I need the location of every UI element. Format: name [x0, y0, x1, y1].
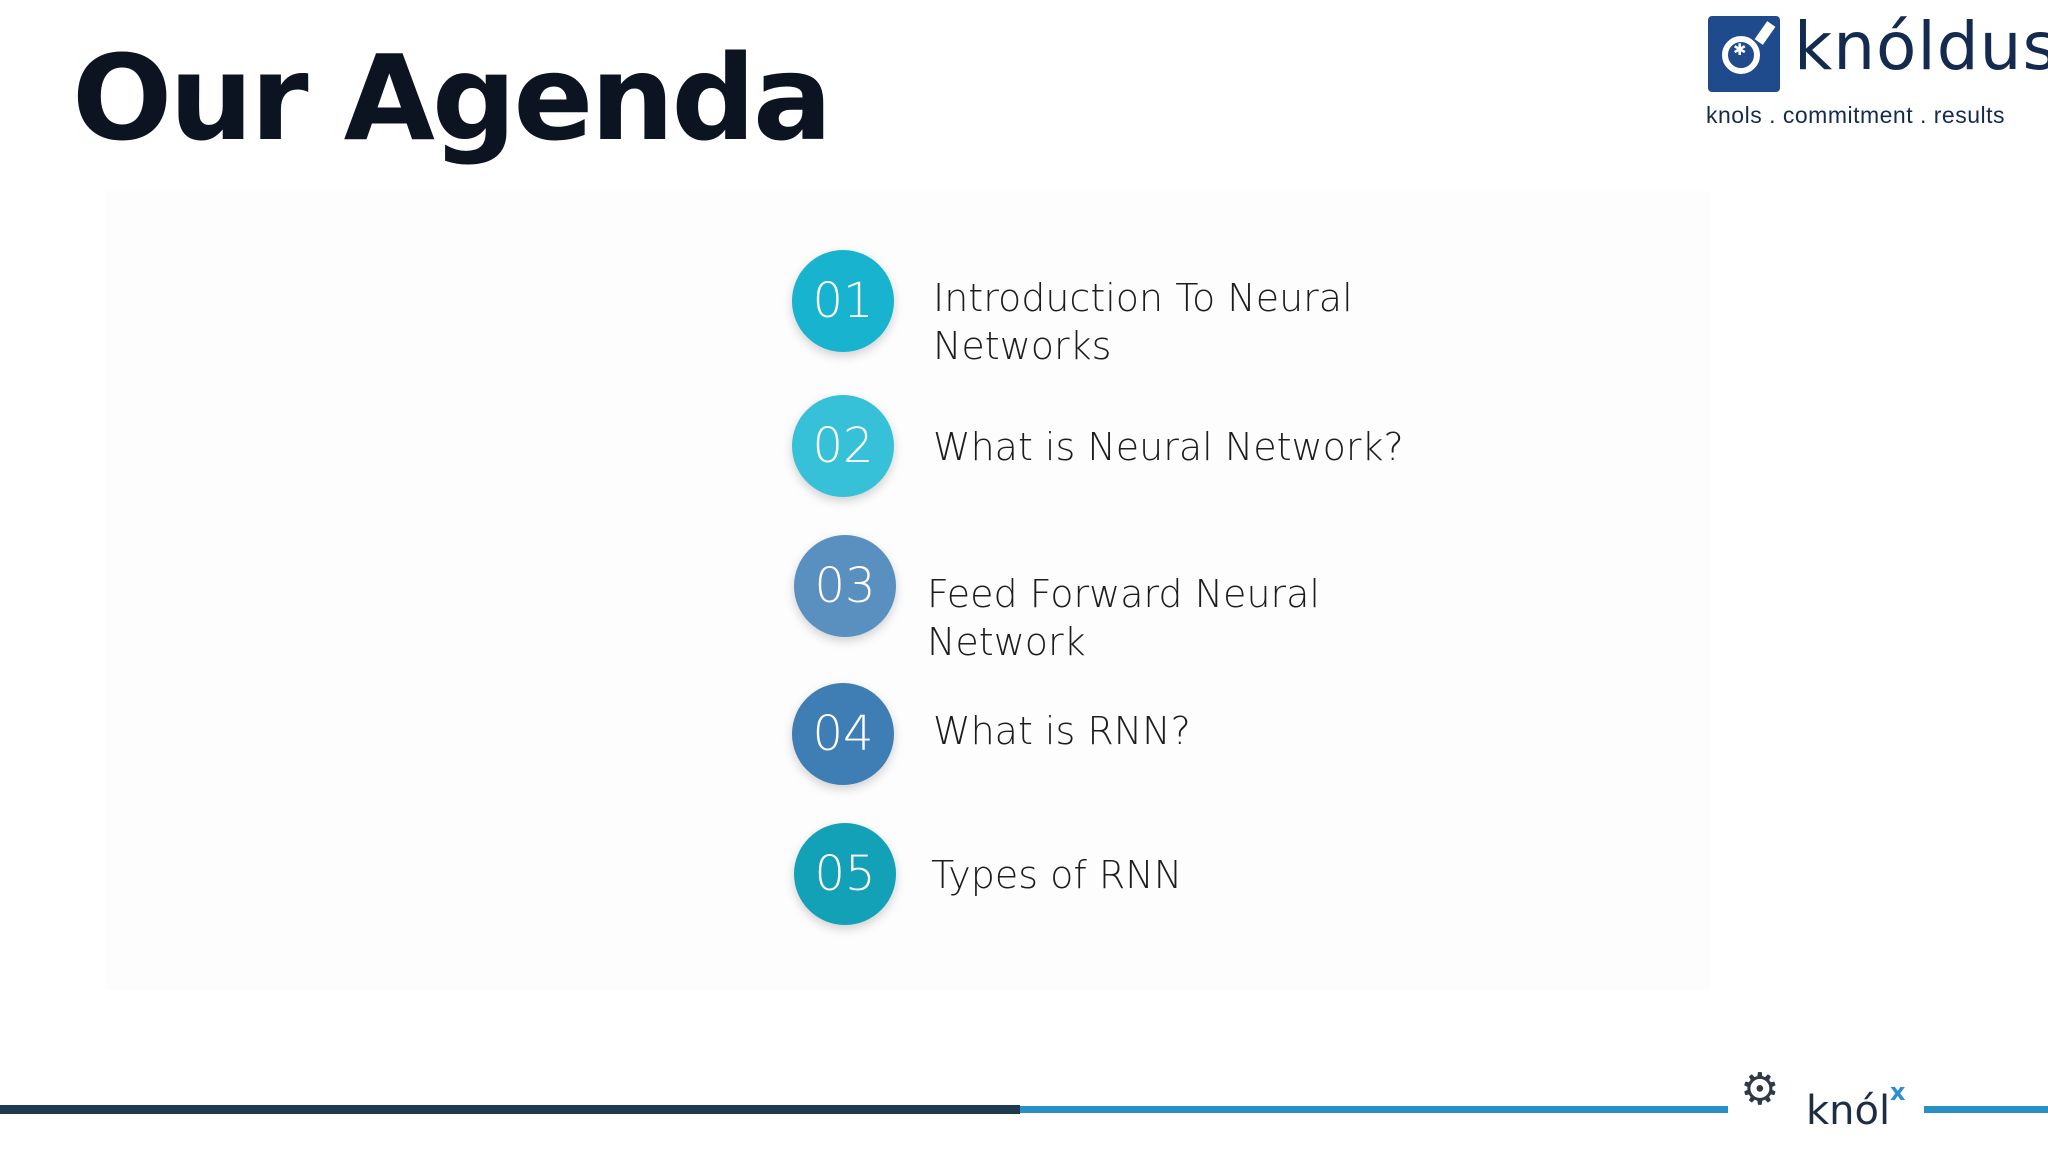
knoldus-logo: ✱ knóldus knols . commitment . results [1704, 8, 2048, 128]
agenda-number-badge: 04 [792, 683, 894, 785]
knolx-word: knól [1806, 1088, 1891, 1134]
agenda-number-badge: 03 [794, 535, 896, 637]
footer-bar-dark [0, 1105, 1020, 1114]
agenda-item-1: 01 Introduction To Neural Networks [790, 250, 1590, 368]
agenda-item-label: What is RNN? [933, 709, 1191, 753]
agenda-item-label: Feed Forward Neural Network [927, 572, 1320, 664]
agenda-item-label: Introduction To Neural Networks [933, 276, 1353, 368]
page-title: Our Agenda [72, 29, 833, 167]
content-panel [105, 190, 1710, 990]
agenda-item-5: 05 Types of RNN [790, 823, 1590, 933]
agenda-number-badge: 01 [792, 250, 894, 352]
agenda-item-label: What is Neural Network? [933, 425, 1404, 469]
brand-tagline: knols . commitment . results [1706, 102, 2006, 128]
agenda-item-4: 04 What is RNN? [790, 683, 1590, 793]
agenda-item-2: 02 What is Neural Network? [790, 395, 1590, 505]
knoldus-mark-icon: ✱ [1708, 16, 1780, 92]
knolx-logo: ⚙ knól x [1728, 1052, 1924, 1152]
agenda-number-badge: 02 [792, 395, 894, 497]
brand-name: knóldus [1794, 8, 2048, 85]
agenda-number-badge: 05 [794, 823, 896, 925]
footer-bar-blue [1020, 1106, 2048, 1113]
knolx-superscript: x [1890, 1078, 1906, 1106]
head-gears-icon: ⚙ [1740, 1064, 1780, 1115]
agenda-item-3: 03 Feed Forward Neural Network [790, 535, 1590, 664]
agenda-item-label: Types of RNN [931, 853, 1183, 897]
